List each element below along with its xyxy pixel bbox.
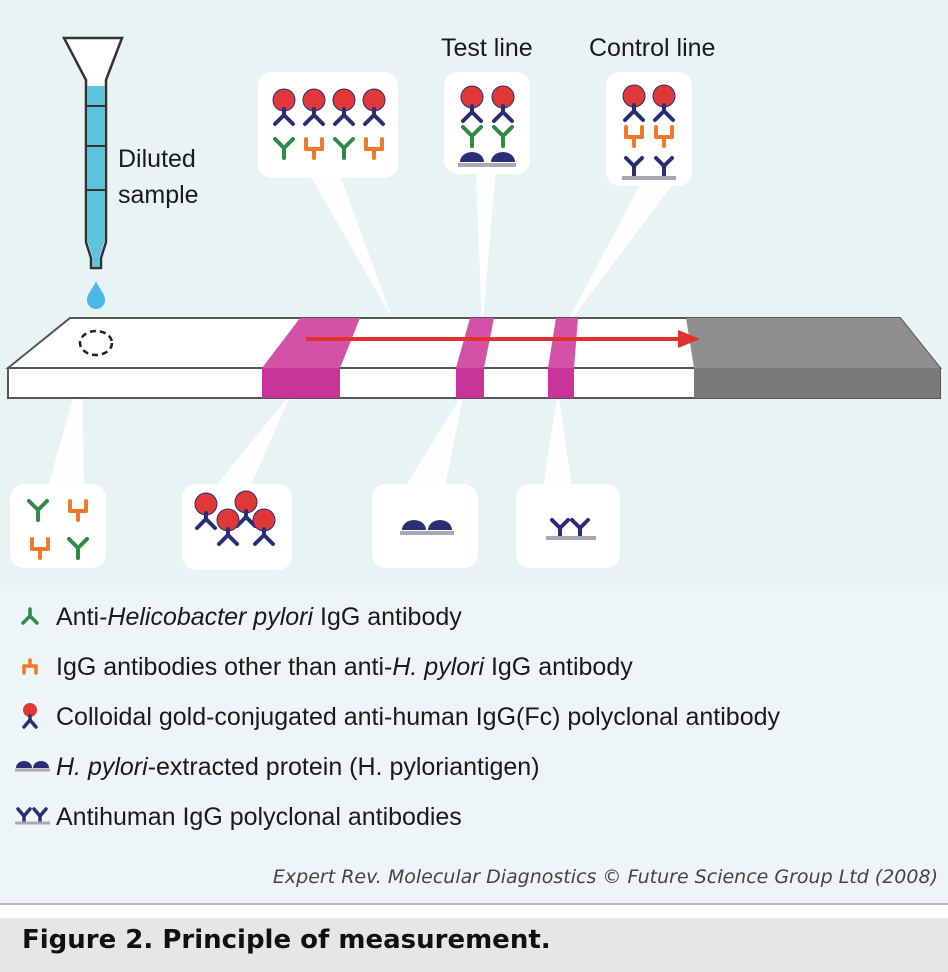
connector-test-bottom [405, 392, 464, 487]
connector-conjugate-pad [215, 392, 292, 487]
test-line-band-front [456, 368, 484, 398]
figure-caption: Figure 2. Principle of measurement. [22, 925, 551, 955]
test-strip [5, 317, 943, 399]
divider [0, 903, 948, 905]
diluted-sample-label-line2: sample [118, 181, 199, 209]
sample-well [78, 329, 114, 357]
control-line-label: Control line [589, 34, 716, 62]
legend-panel [0, 585, 948, 903]
callout-box [444, 72, 530, 174]
conjugate-pad-front [262, 368, 340, 398]
callout-box [516, 484, 620, 568]
callout-conjugate-pad [182, 484, 292, 570]
caption-bar [0, 918, 948, 972]
callout-control-line [606, 72, 692, 186]
test-strip-diagram [5, 36, 943, 570]
connector-control-line [562, 185, 672, 332]
legend-item-antigen: H. pylori-extracted protein (H. pylorian… [12, 747, 540, 787]
callout-connectors [48, 170, 672, 487]
anti-h-pylori-igg-icon [21, 607, 39, 625]
callout-box [10, 484, 106, 568]
pipette [61, 36, 124, 309]
connector-test-line [476, 170, 496, 330]
legend-item-antihuman-igg: Antihuman IgG polyclonal antibodies [12, 797, 462, 837]
gold-conjugate-icon [22, 703, 38, 729]
other-igg-icon [22, 658, 38, 675]
conjugate-pad-top [262, 318, 360, 368]
absorbent-pad-front [694, 368, 940, 398]
test-line-band-top [456, 318, 494, 368]
antigen-icon [15, 761, 50, 772]
callout-antihuman-igg [516, 484, 620, 568]
callout-test-line [444, 72, 530, 174]
antihuman-igg-icon [15, 807, 50, 825]
legend-item-gold-conjugate: Colloidal gold-conjugated anti-human IgG… [12, 697, 780, 737]
control-line-band-front [548, 368, 574, 398]
absorbent-pad-top [686, 318, 940, 368]
callout-box [258, 72, 398, 178]
control-line-band-top [548, 318, 578, 368]
sample-drop-icon [87, 281, 105, 309]
pipette-liquid [87, 86, 105, 267]
source-credit: Expert Rev. Molecular Diagnostics © Futu… [272, 866, 938, 888]
callout-box [372, 484, 478, 568]
callout-conjugate-mixture [258, 72, 398, 178]
callout-box [606, 72, 692, 186]
callout-antigen [372, 484, 478, 568]
test-line-label: Test line [441, 34, 533, 62]
diluted-sample-label: Diluted [118, 145, 196, 173]
legend-item-other-igg: IgG antibodies other than anti-H. pylori… [12, 647, 633, 687]
legend-item-anti-h-pylori: Anti-Helicobacter pylori IgG antibody [12, 597, 462, 637]
flow-arrow-head [678, 330, 700, 348]
callout-sample-pad [10, 484, 106, 568]
connector-control-bottom [543, 392, 572, 487]
connector-conjugate-top [310, 175, 392, 318]
